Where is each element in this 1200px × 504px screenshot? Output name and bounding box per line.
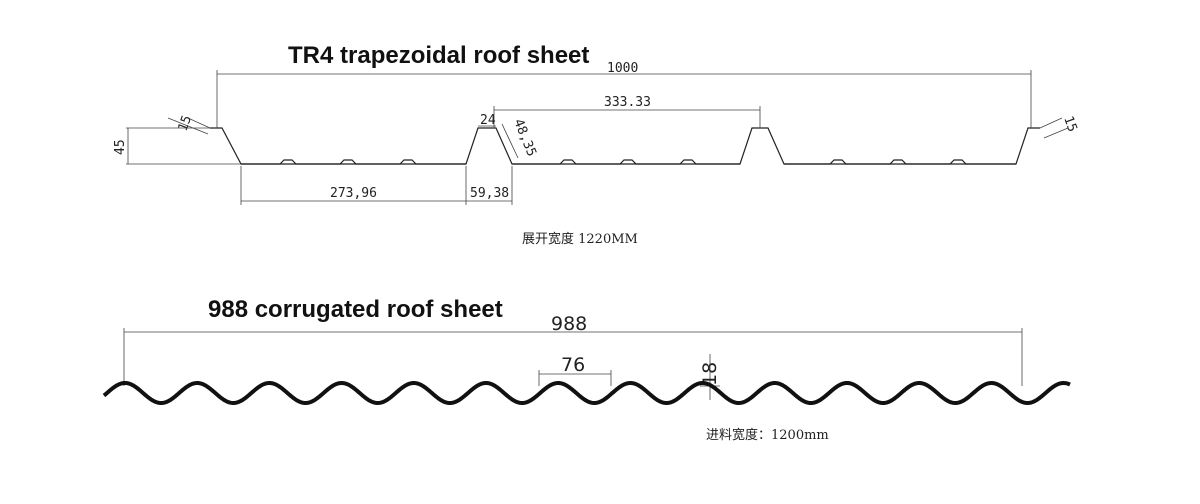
tr4-dim-edge-right: 15 — [1039, 114, 1080, 139]
corrugated-title: 988 corrugated roof sheet — [208, 296, 503, 323]
tr4-dim-total-label: 1000 — [607, 61, 638, 76]
tr4-dim-edge-left: 15 — [167, 114, 211, 135]
corrugated-profile — [102, 381, 1071, 405]
tr4-dim-total: 1000 — [216, 61, 1032, 128]
tr4-valley-stiffeners-3 — [784, 159, 1016, 165]
tr4-valley-stiffeners-1 — [241, 159, 466, 165]
tr4-dim-height: 45 — [113, 127, 241, 165]
tr4-profile — [210, 127, 1040, 165]
corrugated-dim-height: 18 — [699, 354, 721, 400]
tr4-profile-outline — [210, 127, 1040, 165]
tr4-dim-slope-label: 48,35 — [510, 117, 539, 159]
corrugated-note: 进料宽度：1200mm — [706, 427, 829, 443]
tr4-dim-top: 24 — [478, 113, 496, 128]
tr4-dim-height-label: 45 — [113, 139, 128, 155]
tr4-valley-stiffeners-2 — [512, 159, 740, 165]
tr4-title: TR4 trapezoidal roof sheet — [288, 42, 589, 69]
tr4-note: 展开宽度 1220MM — [522, 231, 638, 247]
tr4-dim-edge-right-label: 15 — [1060, 114, 1079, 134]
tr4-dim-valley-label: 273,96 — [330, 186, 377, 201]
corrugated-dim-total-label: 988 — [551, 313, 587, 335]
tr4-dim-pitch-label: 333.33 — [604, 95, 651, 110]
corrugated-dim-pitch: 76 — [538, 354, 612, 386]
tr4-dim-top-label: 24 — [480, 113, 496, 128]
corrugated-dim-height-label: 18 — [699, 362, 721, 386]
tr4-dim-edge-left-label: 15 — [176, 114, 195, 134]
tr4-dim-rib-base: 59,38 — [466, 166, 513, 205]
tr4-dim-valley: 273,96 — [240, 166, 467, 205]
tr4-dim-pitch: 333.33 — [493, 95, 761, 128]
tr4-dim-rib-base-label: 59,38 — [470, 186, 509, 201]
corrugated-dim-pitch-label: 76 — [561, 354, 585, 376]
corrugated-dim-total: 988 — [123, 313, 1023, 386]
